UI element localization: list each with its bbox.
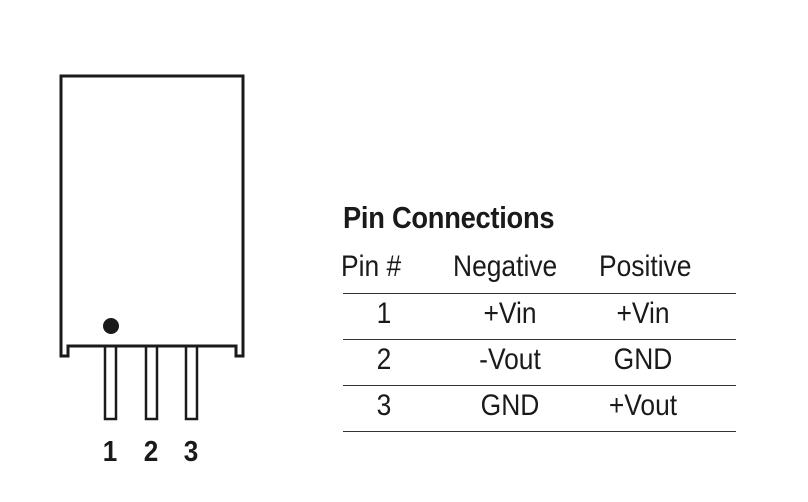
table-row: 2 -Vout GND: [343, 340, 736, 386]
pin-connections-table: Pin # Negative Positive 1 +Vin +Vin 2 -V…: [341, 248, 736, 432]
header-positive: Positive: [599, 250, 692, 283]
table-row: 1 +Vin +Vin: [343, 294, 736, 340]
header-pin: Pin #: [341, 250, 402, 283]
cell-pin: 1: [376, 297, 392, 330]
table-header-row: Pin # Negative Positive: [341, 248, 736, 294]
pin-label-2: 2: [143, 436, 159, 468]
lead-2: [144, 344, 159, 421]
pin1-marker-dot: [103, 318, 119, 334]
cell-pin: 3: [376, 389, 392, 422]
cell-pin: 2: [376, 343, 392, 376]
cell-positive: GND: [613, 343, 673, 376]
lead-3: [184, 344, 199, 421]
cell-negative: -Vout: [479, 343, 541, 376]
table-row: 3 GND +Vout: [343, 386, 736, 432]
package-body-outline: [59, 74, 245, 358]
lead-1: [103, 344, 118, 421]
cell-negative: GND: [480, 389, 540, 422]
cell-positive: +Vout: [608, 389, 678, 422]
cell-negative: +Vin: [483, 297, 537, 330]
pin-label-1: 1: [102, 436, 118, 468]
header-negative: Negative: [453, 250, 558, 283]
pin-label-3: 3: [183, 436, 199, 468]
pin-connections-title: Pin Connections: [343, 200, 555, 235]
cell-positive: +Vin: [616, 297, 670, 330]
